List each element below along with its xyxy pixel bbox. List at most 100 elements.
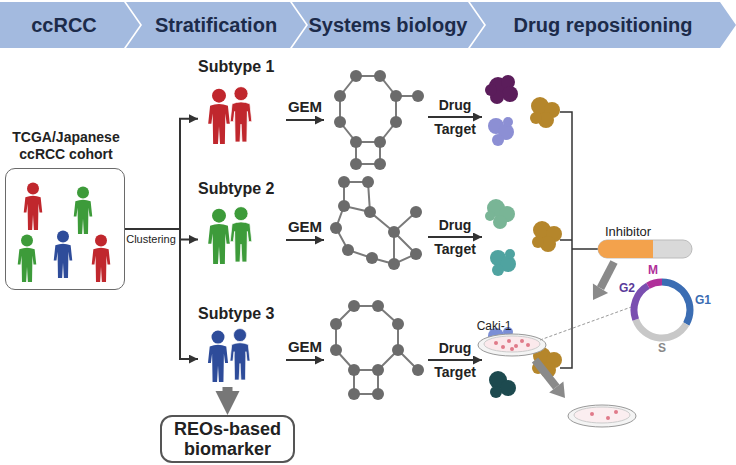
network-node — [372, 388, 384, 400]
cycle-phase-m — [648, 282, 662, 286]
process-arrows — [535, 262, 614, 398]
annotation-label: Target — [428, 122, 482, 137]
subtype-group: Subtype 2 — [198, 180, 284, 270]
inhibitor-pill — [598, 240, 692, 258]
person-icon — [24, 183, 43, 230]
protein-blob — [485, 199, 515, 229]
cohort-box: TCGA/Japanese ccRCC cohort — [5, 168, 125, 290]
network-node — [412, 90, 424, 102]
drug-arrow — [428, 236, 482, 238]
annotation-label: S — [656, 342, 668, 355]
network-node — [410, 206, 422, 218]
protein-part — [503, 117, 513, 127]
stage-chevron: ccRCC — [0, 2, 140, 48]
person-icon — [230, 87, 252, 142]
cohort-title: TCGA/Japanese ccRCC cohort — [0, 129, 132, 163]
chevron-fill — [470, 2, 736, 48]
network-node — [350, 136, 362, 148]
gem-arrow — [286, 359, 324, 361]
network-graphs — [330, 70, 424, 400]
target-bracket — [560, 112, 598, 368]
network-node — [364, 206, 376, 218]
stage-title: ccRCC — [31, 14, 97, 37]
network-node — [374, 70, 386, 82]
block-arrow — [223, 387, 233, 391]
subtype-title: Subtype 1 — [198, 58, 284, 76]
network-node — [390, 90, 402, 102]
network-node — [330, 344, 342, 356]
person-icon — [74, 187, 93, 234]
stage-title: Systems biology — [309, 14, 468, 37]
pill-half — [620, 240, 653, 258]
chevron-fill — [292, 2, 484, 48]
cycle-phase-g2 — [634, 286, 648, 320]
network-node — [342, 244, 354, 256]
network-node — [374, 136, 386, 148]
dish-rim — [568, 405, 636, 427]
protein-part — [490, 386, 502, 398]
protein-blob — [532, 221, 562, 252]
annotation-label: Drug — [428, 98, 482, 113]
stage-chevron: Stratification — [126, 2, 306, 48]
leader-line — [540, 306, 634, 340]
cluster-arrow — [125, 119, 198, 229]
protein-part — [493, 215, 507, 229]
protein-part — [505, 249, 515, 259]
network-node — [334, 90, 346, 102]
cell-dot — [510, 347, 514, 351]
network-node — [366, 252, 378, 264]
dish-inner — [574, 407, 630, 423]
dish-rim — [478, 334, 546, 356]
cluster-arrow — [125, 229, 198, 239]
protein-blob — [530, 97, 560, 128]
protein-targets — [485, 75, 562, 398]
annotation-label: GEM — [283, 99, 327, 116]
gray-arrow-head — [593, 283, 608, 300]
cycle-phase-g1 — [662, 282, 690, 324]
gray-arrow-shaft — [601, 262, 615, 288]
chevron-fill — [0, 2, 140, 48]
network-node — [330, 318, 342, 330]
network-node — [374, 158, 386, 170]
result-box: REOs-based biomarker — [160, 415, 295, 463]
drug-arrows — [428, 117, 482, 360]
person-icon — [208, 89, 230, 144]
petri-dish — [478, 334, 546, 356]
subtype-group: Subtype 1 — [198, 58, 284, 150]
cell-cycle — [634, 282, 690, 338]
person-icon — [92, 235, 111, 282]
cell-dot — [514, 344, 518, 348]
network-node — [338, 176, 350, 188]
network-links — [336, 306, 418, 394]
person-icon — [18, 235, 37, 282]
protein-blob — [490, 249, 516, 276]
gray-arrow-shaft — [535, 360, 556, 387]
cohort-people — [18, 183, 111, 282]
protein-part — [500, 380, 516, 396]
protein-part — [492, 134, 504, 146]
protein-blob — [488, 117, 514, 146]
result-title: REOs-based biomarker — [162, 419, 293, 459]
cell-dot — [526, 343, 530, 347]
annotation-label: M — [646, 264, 660, 277]
cycle-phase-s — [636, 320, 687, 338]
stage-title: Drug repositioning — [514, 14, 693, 37]
person-icon — [208, 209, 230, 264]
drug-arrow — [428, 116, 482, 118]
network-node — [362, 176, 374, 188]
cell-dot — [606, 416, 610, 420]
protein-part — [532, 236, 544, 248]
annotation-label: Inhibitor — [598, 225, 658, 239]
network-node — [412, 364, 424, 376]
gem-arrow — [286, 239, 324, 241]
stage-chevron: Systems biology — [292, 2, 484, 48]
annotation-label: Caki-1 — [474, 320, 514, 333]
subtype-people — [208, 87, 252, 382]
subtype-title: Subtype 2 — [198, 180, 284, 198]
person-icon — [208, 331, 228, 382]
network-node — [348, 388, 360, 400]
network-node — [372, 364, 384, 376]
